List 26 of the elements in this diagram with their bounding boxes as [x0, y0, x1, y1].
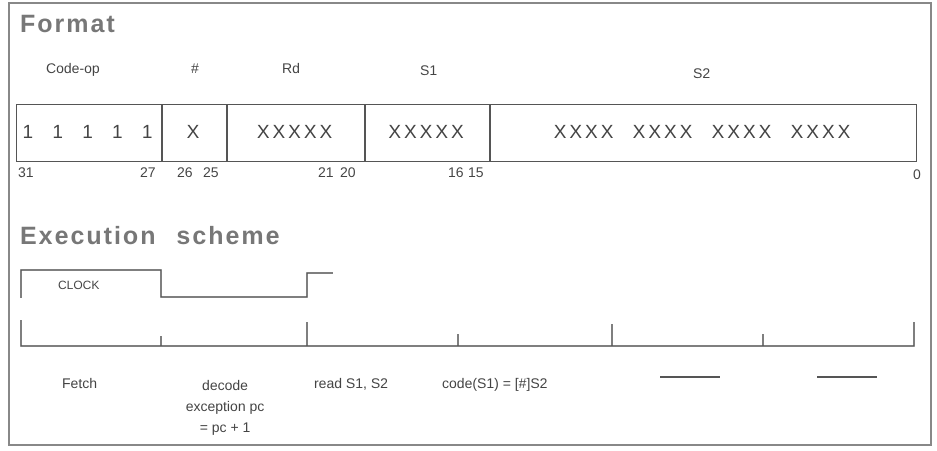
field-name: Code-op — [46, 60, 100, 76]
bit-number: 0 — [913, 166, 921, 182]
bit-number: 25 — [203, 164, 219, 180]
field-name: S1 — [420, 62, 438, 78]
phase-label: decode exception pc = pc + 1 — [184, 376, 266, 437]
field-name: S2 — [693, 65, 710, 81]
phase-label: Fetch — [62, 375, 98, 391]
section-heading: Format — [20, 10, 117, 39]
bit-number: 15 — [468, 164, 484, 180]
bit-number: 20 — [340, 164, 356, 180]
bit-number: 21 — [318, 164, 334, 180]
bit-number: 16 — [448, 164, 464, 180]
bit-field: X — [162, 104, 227, 162]
phase-label: read S1, S2 — [314, 375, 388, 391]
bit-number: 26 — [177, 164, 193, 180]
field-name: # — [191, 60, 199, 76]
field-name: Rd — [282, 60, 300, 76]
bit-number: 31 — [18, 164, 34, 180]
phase-label: code(S1) = [#]S2 — [442, 375, 548, 391]
bit-field: XXXXX — [365, 104, 490, 162]
section-heading: Execution scheme — [20, 222, 282, 251]
bit-number: 27 — [140, 164, 156, 180]
bit-field: 1 1 1 1 1 — [16, 104, 162, 162]
bit-field: XXXXX — [227, 104, 365, 162]
signal-name: CLOCK — [58, 278, 100, 292]
bit-field: XXXX XXXX XXXX XXXX — [490, 104, 917, 162]
